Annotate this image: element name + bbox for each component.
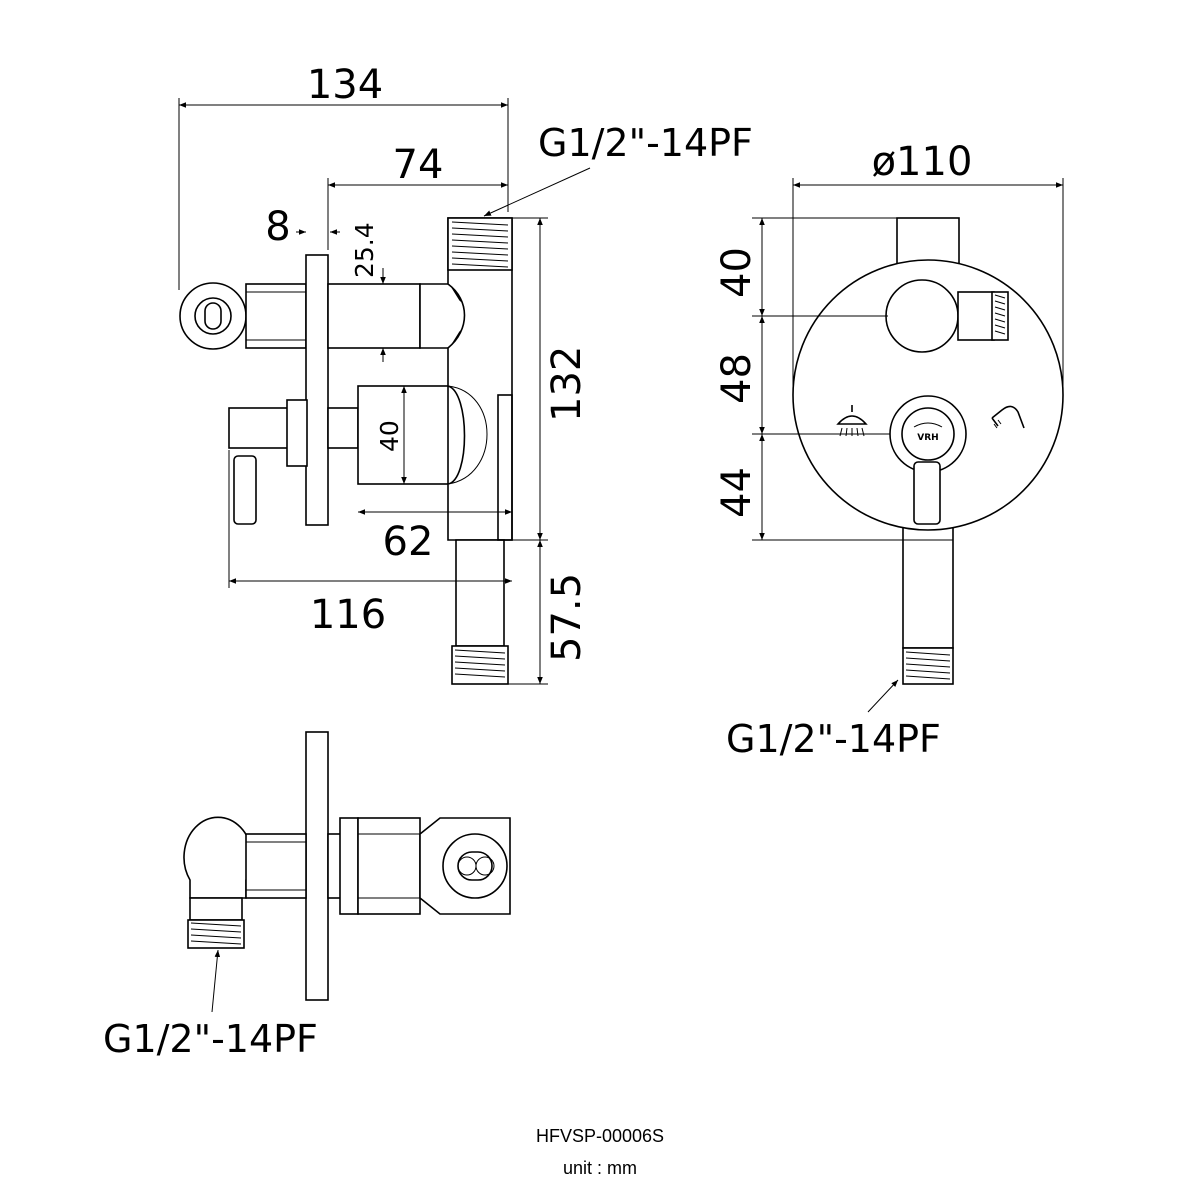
side-view-dimensions: 134 74 8 25.4 132 40 62 116 57.5 G1/2"- [178,62,753,685]
title-block: HFVSP-00006S unit : mm [536,1126,664,1178]
dim-57-5: 57.5 [544,573,590,662]
dim-25-4: 25.4 [350,222,379,278]
front-side-thread [991,291,1009,341]
bottom-wall-plate [305,731,329,1001]
side-lever-handle [233,455,257,525]
dim-110: ø110 [872,139,973,185]
dim-48: 48 [714,353,760,404]
side-outlet-ring [179,282,247,350]
dim-116: 116 [310,592,386,638]
model-number: HFVSP-00006S [536,1126,664,1146]
bottom-view: G1/2"-14PF [103,731,511,1061]
dim-40-top: 40 [714,247,760,298]
side-upper-body [327,283,421,349]
bottom-outlet [183,816,253,949]
front-view-dimensions: ø110 40 48 44 G1/2"-14PF [714,139,1064,761]
side-mixer-body [327,407,359,449]
thread-label-top: G1/2"-14PF [538,121,753,165]
bottom-end-ring [442,833,508,899]
front-view: VRH [792,217,1064,685]
dim-132: 132 [544,346,590,422]
side-upper-shaft [245,283,307,349]
front-lever-handle [913,461,941,525]
side-top-thread [447,217,513,271]
thread-label-front-bottom: G1/2"-14PF [726,717,941,761]
dim-44: 44 [714,467,760,518]
dim-40-body: 40 [375,420,404,452]
side-bottom-pipe [455,539,505,647]
side-wall-plate [305,254,329,526]
front-diverter-knob [885,279,959,353]
dim-134: 134 [307,62,383,108]
side-bottom-thread [451,645,509,685]
brand-logo: VRH [917,433,938,443]
dim-62: 62 [383,519,434,565]
front-bottom-pipe [902,519,954,649]
front-bottom-thread [902,647,954,685]
hand-shower-icon [991,405,1025,429]
side-lever-stem [228,407,292,449]
dim-8: 8 [265,204,290,250]
side-main-pipe [447,217,513,541]
dim-74: 74 [393,142,444,188]
side-view [179,217,513,685]
bottom-shaft [245,833,307,899]
shower-head-icon [836,405,868,437]
thread-label-bottom-view: G1/2"-14PF [103,1017,318,1061]
unit-label: unit : mm [563,1158,637,1178]
